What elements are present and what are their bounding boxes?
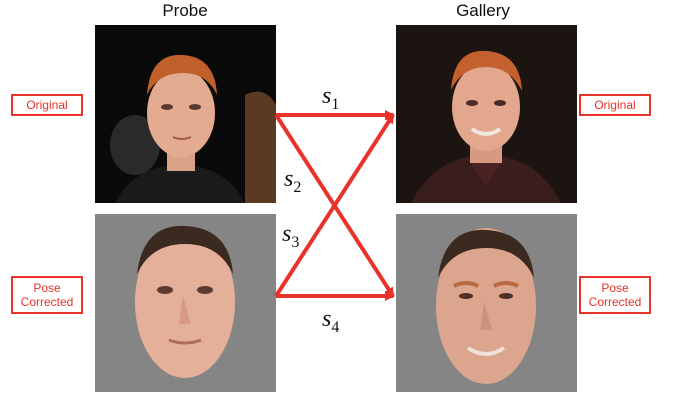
- score-s3: s3: [282, 221, 299, 251]
- probe-header: Probe: [162, 1, 208, 20]
- gallery-corrected-photo: [396, 214, 577, 392]
- gallery-original-tag: Original: [579, 94, 651, 116]
- probe-corrected-label-line2: Corrected: [20, 295, 74, 309]
- gallery-corrected-label-line2: Corrected: [588, 295, 642, 309]
- score-s2: s2: [284, 166, 301, 196]
- probe-original-tag: Original: [11, 94, 83, 116]
- probe-original-photo: [95, 25, 276, 203]
- probe-corrected-photo: [95, 214, 276, 392]
- score-s1: s1: [322, 83, 339, 113]
- score-s4: s4: [322, 306, 339, 336]
- gallery-corrected-label-line1: Pose: [601, 281, 629, 295]
- probe-corrected-label-line1: Pose: [33, 281, 61, 295]
- arrow-s3: [274, 113, 395, 298]
- gallery-original-photo: [396, 25, 577, 203]
- gallery-original-label: Original: [594, 98, 636, 112]
- probe-original-label: Original: [26, 98, 68, 112]
- probe-corrected-tag: Pose Corrected: [11, 276, 83, 314]
- gallery-corrected-tag: Pose Corrected: [579, 276, 651, 314]
- gallery-header: Gallery: [456, 1, 510, 20]
- arrow-s2: [274, 113, 395, 298]
